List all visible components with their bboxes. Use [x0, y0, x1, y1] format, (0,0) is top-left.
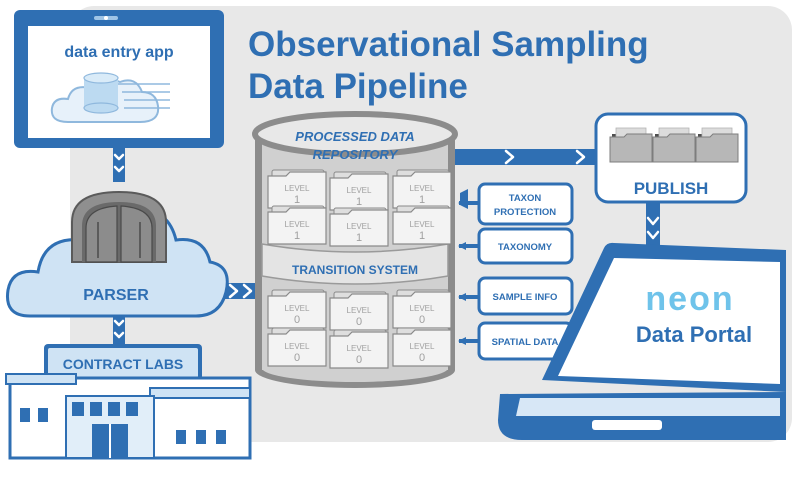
side-boxes: TAXON PROTECTION TAXONOMY SAMPLE INFO SP…: [477, 182, 574, 361]
data-portal-laptop: neon Data Portal: [498, 242, 786, 440]
svg-text:LEVEL: LEVEL: [347, 306, 372, 315]
flow-chevrons: [113, 149, 660, 339]
folder-icons: [609, 127, 739, 163]
svg-text:LEVEL: LEVEL: [347, 222, 372, 231]
svg-text:LEVEL: LEVEL: [285, 304, 310, 313]
side-arrowheads: [458, 189, 468, 345]
svg-text:SAMPLE INFO: SAMPLE INFO: [493, 292, 558, 303]
diagram-title-line1: Observational Sampling: [248, 25, 649, 64]
repository-label-line1: PROCESSED DATA: [295, 129, 414, 144]
tablet-app-label: data entry app: [64, 44, 174, 61]
data-portal-label: Data Portal: [636, 322, 752, 347]
diagram-title-line2: Data Pipeline: [248, 67, 468, 106]
publish-node: PUBLISH: [594, 112, 748, 204]
svg-text:LEVEL: LEVEL: [347, 344, 372, 353]
parser-label: PARSER: [83, 287, 149, 304]
svg-text:LEVEL: LEVEL: [347, 186, 372, 195]
svg-text:1: 1: [356, 196, 362, 208]
connector-tablet-parser: [113, 146, 125, 182]
connector-repository-publish: [448, 149, 616, 165]
svg-text:1: 1: [356, 232, 362, 244]
svg-text:0: 0: [356, 316, 362, 328]
parser-node: PARSER: [5, 190, 229, 318]
taxonomy-box: TAXONOMY: [477, 227, 574, 265]
gate-icon: [71, 190, 167, 263]
sample-info-box: SAMPLE INFO: [477, 276, 574, 316]
svg-text:LEVEL: LEVEL: [285, 220, 310, 229]
svg-text:0: 0: [419, 352, 425, 364]
publish-label: PUBLISH: [634, 179, 709, 198]
contract-labs-label: CONTRACT LABS: [63, 356, 184, 372]
data-entry-tablet: data entry app: [14, 10, 224, 148]
svg-text:LEVEL: LEVEL: [410, 184, 435, 193]
cloud-database-icon: [50, 72, 170, 123]
svg-text:SPATIAL DATA: SPATIAL DATA: [492, 337, 559, 348]
svg-text:0: 0: [294, 314, 300, 326]
contract-labs-node: CONTRACT LABS: [5, 344, 252, 460]
connector-taxonomy: [459, 244, 479, 248]
svg-text:TAXON: TAXON: [509, 193, 542, 204]
svg-text:1: 1: [419, 230, 425, 242]
svg-text:1: 1: [294, 194, 300, 206]
svg-text:0: 0: [356, 354, 362, 366]
svg-text:LEVEL: LEVEL: [410, 304, 435, 313]
neon-logo: neon: [645, 280, 734, 318]
connector-taxon-protection: [459, 201, 479, 205]
connector-spatial-data: [459, 339, 479, 343]
svg-text:LEVEL: LEVEL: [285, 184, 310, 193]
svg-text:LEVEL: LEVEL: [410, 220, 435, 229]
svg-text:PROTECTION: PROTECTION: [494, 207, 556, 218]
repository-label-line2: REPOSITORY: [313, 147, 399, 162]
svg-text:0: 0: [294, 352, 300, 364]
svg-text:1: 1: [294, 230, 300, 242]
taxon-protection-box: TAXON PROTECTION: [477, 182, 574, 226]
svg-text:1: 1: [419, 194, 425, 206]
svg-text:TAXONOMY: TAXONOMY: [498, 242, 553, 253]
connector-sample-info: [459, 295, 479, 299]
svg-text:0: 0: [419, 314, 425, 326]
transition-system-label: TRANSITION SYSTEM: [292, 263, 418, 277]
lab-building-icon: [5, 373, 252, 460]
svg-text:LEVEL: LEVEL: [285, 342, 310, 351]
svg-text:LEVEL: LEVEL: [410, 342, 435, 351]
connector-publish-portal: [646, 200, 660, 254]
